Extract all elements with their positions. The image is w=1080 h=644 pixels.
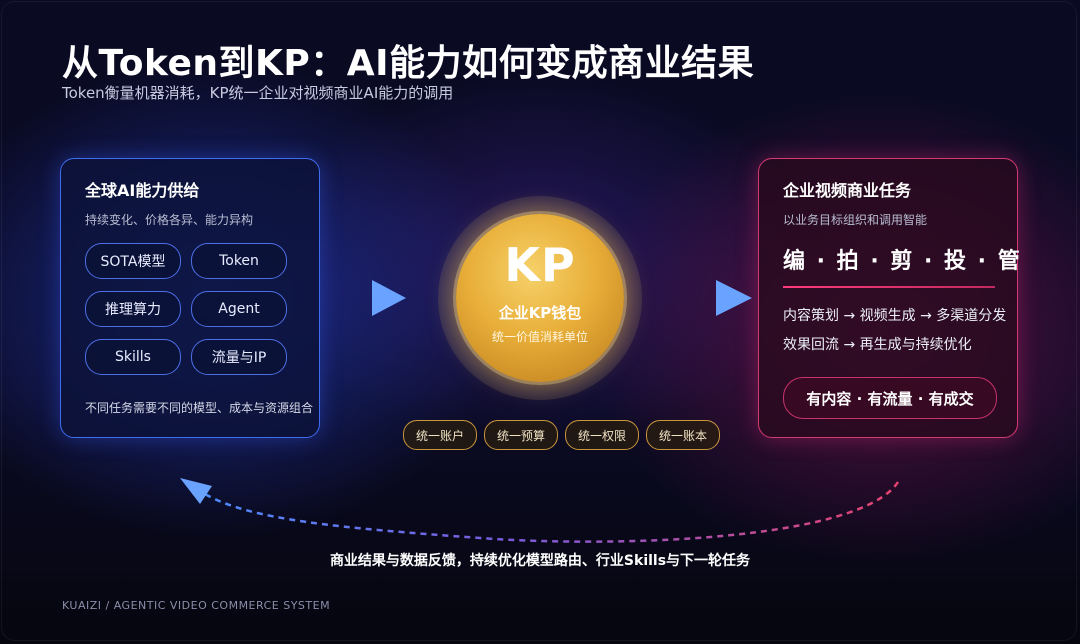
task-divider — [783, 286, 995, 288]
business-task-subtitle: 以业务目标组织和调用智能 — [783, 213, 928, 227]
business-task-panel: 企业视频商业任务 以业务目标组织和调用智能 编 · 拍 · 剪 · 投 · 管 … — [758, 158, 1020, 438]
task-actions: 编 · 拍 · 剪 · 投 · 管 — [783, 249, 1022, 274]
business-task-title: 企业视频商业任务 — [783, 181, 912, 200]
chip-skills[interactable]: Skills — [85, 339, 181, 375]
pill-unified-permission[interactable]: 统一权限 — [565, 420, 639, 450]
chip-traffic-ip[interactable]: 流量与IP — [191, 339, 287, 375]
ai-supply-note: 不同任务需要不同的模型、成本与资源组合 — [85, 401, 314, 415]
ai-supply-panel: 全球AI能力供给 持续变化、价格各异、能力异构 SOTA模型 Token 推理算… — [60, 158, 320, 438]
pill-unified-account[interactable]: 统一账户 — [403, 420, 477, 450]
kp-wallet-description: 统一价值消耗单位 — [491, 330, 588, 344]
chip-sota-model[interactable]: SOTA模型 — [85, 243, 181, 279]
kp-to-right-arrow — [680, 280, 752, 316]
feedback-caption: 商业结果与数据反馈，持续优化模型路由、行业Skills与下一轮任务 — [329, 553, 751, 569]
kp-wallet-name: 企业KP钱包 — [498, 304, 582, 322]
page-subtitle: Token衡量机器消耗，KP统一企业对视频商业AI能力的调用 — [62, 84, 454, 102]
ai-supply-title: 全球AI能力供给 — [85, 181, 200, 200]
footer-brand: KUAIZI / AGENTIC VIDEO COMMERCE SYSTEM — [62, 599, 331, 612]
kp-wallet-coin: KP 企业KP钱包 统一价值消耗单位 — [456, 214, 624, 382]
outcome-badge: 有内容 · 有流量 · 有成交 — [783, 377, 997, 419]
chip-inference-compute[interactable]: 推理算力 — [85, 291, 181, 327]
page-title: 从Token到KP：AI能力如何变成商业结果 — [62, 43, 755, 84]
task-flow-1: 内容策划 → 视频生成 → 多渠道分发 — [783, 308, 1007, 324]
pill-unified-ledger[interactable]: 统一账本 — [646, 420, 720, 450]
chip-token[interactable]: Token — [191, 243, 287, 279]
feedback-loop-arrow — [180, 478, 900, 543]
kp-symbol: KP — [504, 238, 576, 292]
pill-unified-budget[interactable]: 统一预算 — [484, 420, 558, 450]
capability-chips: SOTA模型 Token 推理算力 Agent Skills 流量与IP — [85, 243, 291, 375]
ai-supply-subtitle: 持续变化、价格各异、能力异构 — [85, 213, 254, 227]
chip-agent[interactable]: Agent — [191, 291, 287, 327]
task-flow-2: 效果回流 → 再生成与持续优化 — [783, 337, 972, 353]
left-to-kp-arrow — [332, 280, 406, 316]
